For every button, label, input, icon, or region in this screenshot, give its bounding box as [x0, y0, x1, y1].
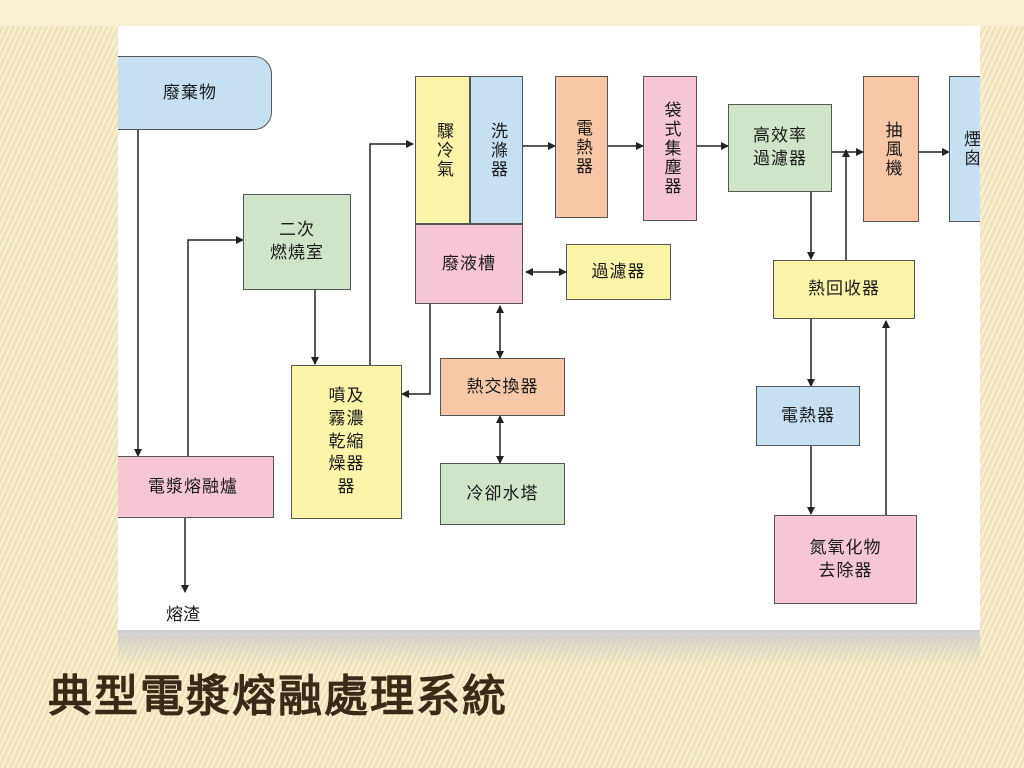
node-hepa-filter-label: 高效率 過濾器 [753, 126, 807, 169]
node-fan-label: 抽風機 [881, 120, 902, 178]
node-heat-exchanger-label: 熱交換器 [466, 376, 539, 397]
node-bag-filter-label: 袋式集塵器 [660, 101, 681, 196]
node-bag-filter: 袋式集塵器 [643, 76, 697, 221]
node-electric-heater-1: 電熱器 [555, 76, 608, 218]
arrow-tank-to-dryer [401, 304, 431, 398]
node-electric-heater-2-label: 電熱器 [781, 405, 835, 426]
node-waste: 廢棄物 [118, 56, 272, 130]
node-waste-liquid-tank: 廢液槽 [415, 224, 523, 304]
node-quench-label: 驟冷氣 [432, 121, 453, 179]
flow-arrows [134, 130, 950, 593]
node-plasma-furnace-label: 電漿熔融爐 [148, 476, 238, 497]
node-spray-dryer-label: 噴及 霧濃 乾縮 燥器 器 [328, 385, 365, 498]
node-scrubber-label: 洗滌器 [486, 121, 507, 179]
node-fan: 抽風機 [863, 76, 919, 222]
page-title: 典型電漿熔融處理系統 [48, 671, 508, 722]
node-secondary-chamber: 二次 燃燒室 [243, 194, 351, 290]
node-nox-removal: 氮氧化物 去除器 [774, 515, 917, 604]
panel-bottom-fade [118, 630, 980, 666]
node-electric-heater-2: 電熱器 [756, 386, 860, 446]
node-filter-label: 過濾器 [591, 261, 646, 282]
node-cooling-tower: 冷卻水塔 [440, 463, 565, 525]
node-stack-label: 煙囪 [959, 130, 980, 168]
node-spray-dryer: 噴及 霧濃 乾縮 燥器 器 [291, 365, 402, 519]
node-stack: 煙囪 [949, 76, 980, 222]
node-hepa-filter: 高效率 過濾器 [728, 104, 832, 192]
diagram-panel: 廢棄物 電漿熔融爐 熔渣 二次 燃燒室 噴及 霧濃 乾縮 燥器 器 驟冷氣 洗滌… [118, 26, 980, 636]
arrow-furnace-to-chamber [187, 236, 244, 456]
node-nox-removal-label: 氮氧化物 去除器 [809, 537, 882, 581]
node-cooling-tower-label: 冷卻水塔 [466, 483, 539, 504]
slag-label: 熔渣 [166, 605, 200, 625]
node-plasma-furnace: 電漿熔融爐 [118, 456, 274, 518]
top-band [0, 0, 1024, 26]
arrow-dryer-to-quench [369, 140, 414, 365]
node-secondary-chamber-label: 二次 燃燒室 [270, 220, 324, 263]
node-scrubber: 洗滌器 [470, 76, 523, 224]
node-heat-recovery: 熱回收器 [773, 260, 915, 319]
node-waste-label: 廢棄物 [163, 82, 217, 103]
node-quench: 驟冷氣 [415, 76, 470, 224]
node-heat-recovery-label: 熱回收器 [808, 279, 880, 300]
node-waste-liquid-tank-label: 廢液槽 [442, 253, 496, 274]
node-heat-exchanger: 熱交換器 [440, 358, 565, 416]
node-electric-heater-1-label: 電熱器 [571, 118, 592, 176]
node-filter: 過濾器 [566, 244, 671, 300]
